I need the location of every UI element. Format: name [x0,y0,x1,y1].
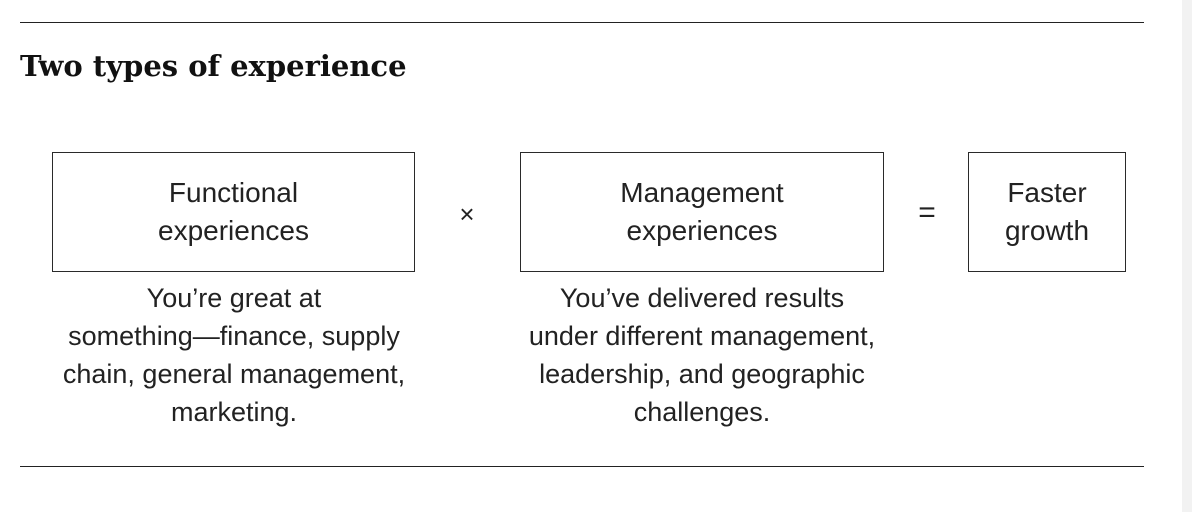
functional-experiences-label: Functional experiences [158,177,309,246]
page-scrollbar[interactable] [1182,0,1192,512]
functional-experiences-box: Functional experiences [52,152,415,272]
functional-experiences-description: You’re great at something—finance, suppl… [62,283,406,427]
equals-sign: = [918,196,936,229]
management-experiences-label: Management experiences [620,177,784,246]
multiply-sign: × [459,199,475,229]
top-divider [20,22,1144,23]
faster-growth-box: Faster growth [968,152,1126,272]
management-experiences-box: Management experiences [520,152,884,272]
bottom-divider [20,466,1144,467]
diagram-title: Two types of experience [20,49,407,83]
faster-growth-label: Faster growth [1004,177,1090,246]
management-experiences-description: You’ve delivered results under different… [528,283,876,427]
